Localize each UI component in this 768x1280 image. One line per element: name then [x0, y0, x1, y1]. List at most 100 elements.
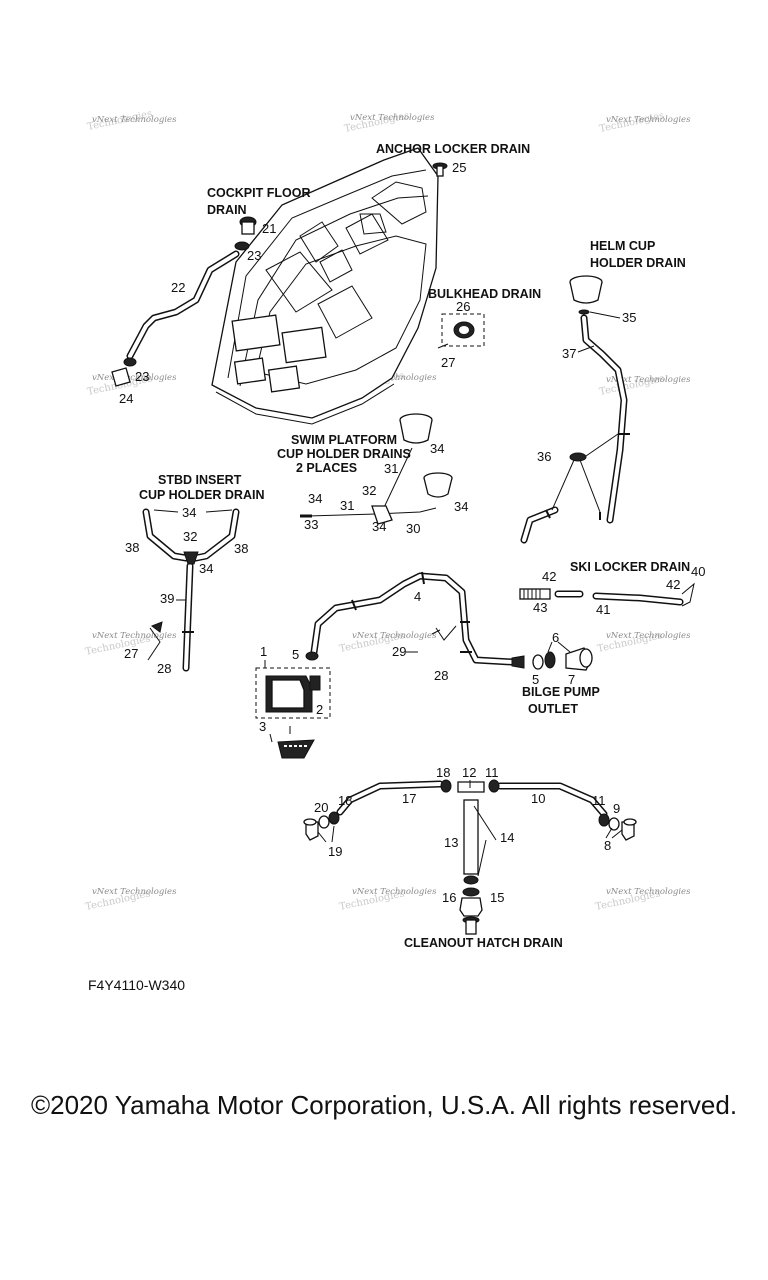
callout-16: 16: [442, 890, 456, 905]
callout-18: 18: [338, 793, 352, 808]
callout-19: 19: [328, 844, 342, 859]
label-helm-cup-2: HOLDER DRAIN: [590, 256, 686, 270]
bilge-pump-hose: [310, 571, 516, 666]
figure-code: F4Y4110-W340: [88, 977, 186, 993]
label-bilge-pump-outlet-2: OUTLET: [528, 702, 578, 716]
callout-5: 5: [292, 647, 299, 662]
cockpit-floor-drain-part: [234, 216, 257, 251]
callout-27: 27: [441, 355, 455, 370]
cockpit-drain-hose: [111, 250, 240, 387]
cleanout-hatch-hoses: [336, 779, 608, 935]
callout-15: 15: [490, 890, 504, 905]
callout-23: 23: [135, 369, 149, 384]
callout-20: 20: [314, 800, 328, 815]
label-anchor-locker-drain: ANCHOR LOCKER DRAIN: [376, 142, 530, 156]
watermark: vNext Technologies: [92, 373, 177, 383]
watermark: vNext Technologies: [606, 115, 691, 125]
callout-14: 14: [500, 830, 514, 845]
swim-platform-cup-holder-2: [423, 472, 453, 498]
watermark: vNext Technologies: [606, 631, 691, 641]
label-bulkhead-drain: BULKHEAD DRAIN: [428, 287, 541, 301]
callout-4: 4: [414, 589, 421, 604]
label-swim-platform-3: 2 PLACES: [296, 461, 357, 475]
bilge-pump-part: [265, 675, 321, 713]
callout-8: 8: [604, 838, 611, 853]
label-stbd-insert-2: CUP HOLDER DRAIN: [139, 488, 264, 502]
callout-38: 38: [234, 541, 248, 556]
bilge-pump-base: [269, 726, 315, 759]
copyright-notice: ©2020 Yamaha Motor Corporation, U.S.A. A…: [30, 1090, 738, 1120]
callout-9: 9: [613, 801, 620, 816]
callout-34: 34: [454, 499, 468, 514]
label-swim-platform-1: SWIM PLATFORM: [291, 433, 397, 447]
callout-17: 17: [402, 791, 416, 806]
watermark: vNext Technologies: [92, 115, 177, 125]
callout-28: 28: [157, 661, 171, 676]
cleanout-elbow-left: [303, 811, 340, 841]
callout-24: 24: [119, 391, 133, 406]
stbd-insert-drain-hoses: [142, 508, 240, 672]
watermark: vNext Technologies: [352, 373, 437, 383]
callout-37: 37: [562, 346, 576, 361]
callout-18: 18: [436, 765, 450, 780]
callout-42: 42: [542, 569, 556, 584]
callout-7: 7: [568, 672, 575, 687]
cleanout-elbow-right: [598, 813, 637, 841]
callout-22: 22: [171, 280, 185, 295]
callout-34: 34: [182, 505, 196, 520]
label-ski-locker-drain: SKI LOCKER DRAIN: [570, 560, 690, 574]
watermark: vNext Technologies: [606, 375, 691, 385]
callout-34: 34: [430, 441, 444, 456]
callout-32: 32: [362, 483, 376, 498]
callout-13: 13: [444, 835, 458, 850]
callout-25: 25: [452, 160, 466, 175]
callout-6: 6: [552, 630, 559, 645]
label-cockpit-floor-1: COCKPIT FLOOR: [207, 186, 310, 200]
watermark: vNext Technologies: [352, 887, 437, 897]
ski-locker-drain-parts: [519, 582, 695, 607]
watermark: vNext Technologies: [350, 113, 435, 123]
label-cockpit-floor-2: DRAIN: [207, 203, 247, 217]
callout-33: 33: [304, 517, 318, 532]
callout-41: 41: [596, 602, 610, 617]
callout-26: 26: [456, 299, 470, 314]
callout-31: 31: [384, 461, 398, 476]
watermark: vNext Technologies: [92, 631, 177, 641]
stbd-clamp-parts: [147, 621, 163, 661]
callout-11: 11: [485, 765, 499, 780]
bilge-pump-clamp-5: [305, 651, 319, 661]
callout-42: 42: [666, 577, 680, 592]
callout-34: 34: [199, 561, 213, 576]
callout-34: 34: [308, 491, 322, 506]
callout-2: 2: [316, 702, 323, 717]
callout-21: 21: [262, 221, 276, 236]
callout-23: 23: [247, 248, 261, 263]
callout-12: 12: [462, 765, 476, 780]
callout-32: 32: [183, 529, 197, 544]
callout-34: 34: [372, 519, 386, 534]
callout-30: 30: [406, 521, 420, 536]
bilge-pump-box: [255, 667, 331, 719]
watermark: vNext Technologies: [606, 887, 691, 897]
boat-hull-illustration: [211, 147, 439, 425]
bilge-outlet-parts: [511, 641, 593, 671]
anchor-locker-drain-part: [432, 162, 448, 177]
swim-platform-cup-holder-1: [399, 413, 433, 444]
callout-43: 43: [533, 600, 547, 615]
hose-clamp-36: [551, 433, 619, 513]
helm-cup-holder-part: [569, 275, 603, 315]
callout-27: 27: [124, 646, 138, 661]
callout-38: 38: [125, 540, 139, 555]
label-bilge-pump-outlet-1: BILGE PUMP: [522, 685, 600, 699]
label-cleanout-hatch-drain: CLEANOUT HATCH DRAIN: [404, 936, 563, 950]
callout-10: 10: [531, 791, 545, 806]
callout-5: 5: [532, 672, 539, 687]
callout-29: 29: [392, 644, 406, 659]
callout-11: 11: [592, 793, 606, 808]
callout-40: 40: [691, 564, 705, 579]
callout-36: 36: [537, 449, 551, 464]
callout-31: 31: [340, 498, 354, 513]
label-stbd-insert-1: STBD INSERT: [158, 473, 242, 487]
label-swim-platform-2: CUP HOLDER DRAINS: [277, 447, 411, 461]
